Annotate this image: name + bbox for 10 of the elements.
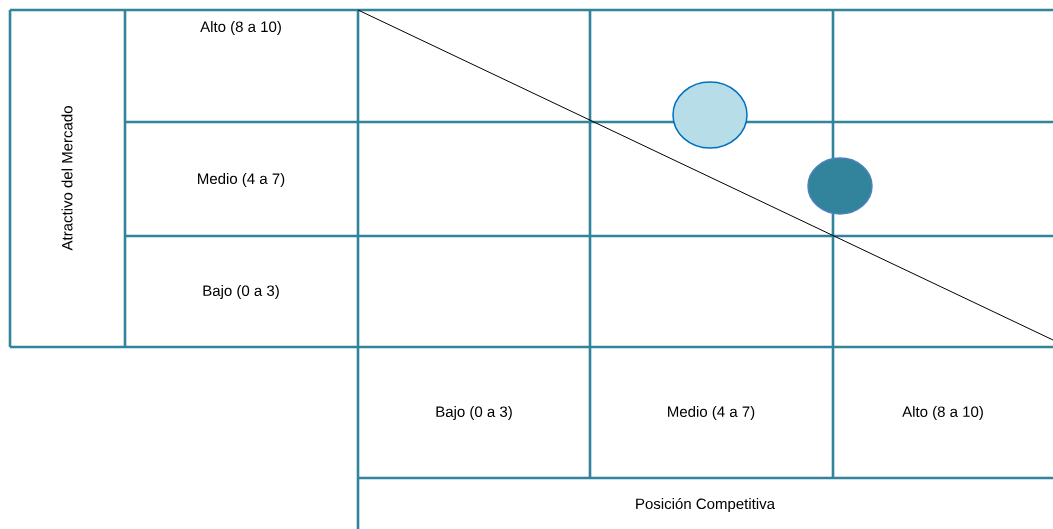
column-label: Bajo (0 a 3) [436,406,512,420]
axis-title: Atractivo del Mercado [61,106,73,251]
row-label: Medio (4 a 7) [198,173,285,187]
row-label: Bajo (0 a 3) [203,285,279,299]
bubble [672,81,748,149]
axis-title: Posición Competitiva [636,497,775,513]
bubble [807,157,873,215]
row-label: Alto (8 a 10) [200,21,281,35]
column-label: Alto (8 a 10) [902,406,983,420]
column-label: Medio (4 a 7) [668,406,755,420]
